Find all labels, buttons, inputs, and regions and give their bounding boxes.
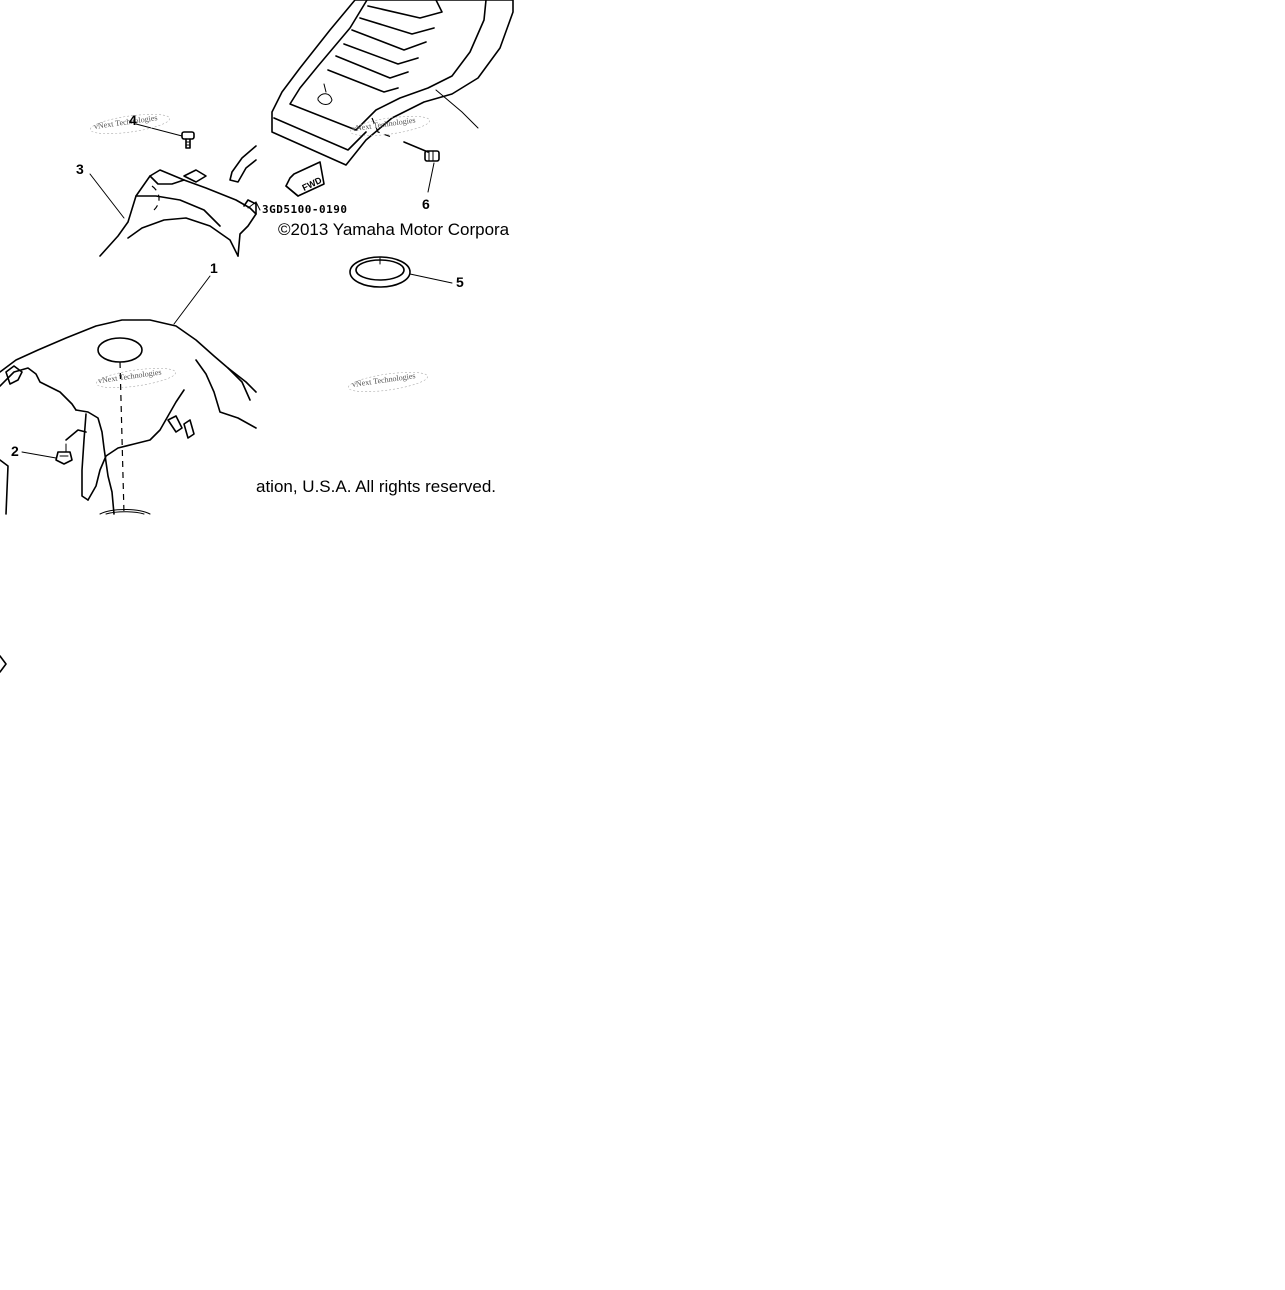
- tank-cover-part: [0, 275, 257, 515]
- callout-1: 1: [210, 260, 218, 276]
- callout-6: 6: [422, 196, 430, 212]
- bolt-6: [403, 141, 440, 162]
- watermark-text: vNext Technologies: [351, 115, 416, 133]
- screw-4: [181, 131, 195, 149]
- side-cover-part: [89, 123, 257, 257]
- ring-5: [349, 256, 453, 288]
- callout-3: 3: [76, 161, 84, 177]
- nut-2: [55, 451, 73, 465]
- callout-2: 2: [11, 443, 19, 459]
- copyright-bottom: ation, U.S.A. All rights reserved.: [256, 477, 496, 496]
- part-number: 3GD5100-0190: [262, 203, 347, 216]
- watermark-text: vNext Technologies: [93, 113, 158, 131]
- edge-fragment: [0, 655, 7, 673]
- watermark-3: vNext Technologies: [96, 367, 176, 388]
- callout-4: 4: [129, 112, 137, 128]
- watermark-text: vNext Technologies: [351, 371, 416, 389]
- copyright-top: ©2013 Yamaha Motor Corpora: [278, 220, 510, 239]
- fwd-arrow-icon: [285, 161, 325, 197]
- watermark-text: vNext Technologies: [97, 367, 162, 385]
- watermark-4: vNext Technologies: [348, 371, 428, 392]
- callout-5: 5: [456, 274, 464, 290]
- seat-part: [229, 0, 514, 211]
